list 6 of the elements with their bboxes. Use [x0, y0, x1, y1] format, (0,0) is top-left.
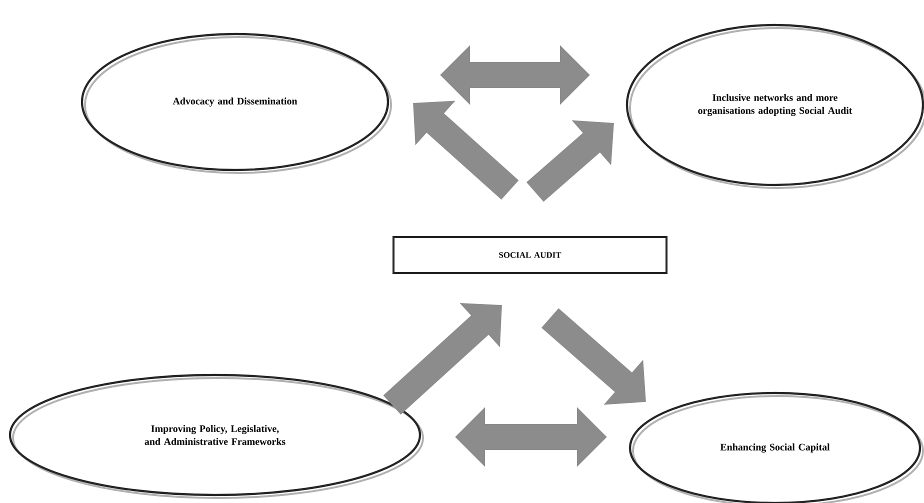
ellipse-node: Enhancing Social Capital — [628, 392, 924, 503]
block-arrow — [383, 303, 502, 415]
ellipse-node: Inclusive networks and more organisations adopting Social Audit — [626, 24, 924, 189]
ellipse-node: Advocacy and Dissemination — [80, 32, 392, 174]
process-box: SOCIAL AUDIT — [392, 236, 668, 274]
ellipse-node: Improving Policy, Legislative, and Administrative Frameworks — [8, 374, 424, 499]
